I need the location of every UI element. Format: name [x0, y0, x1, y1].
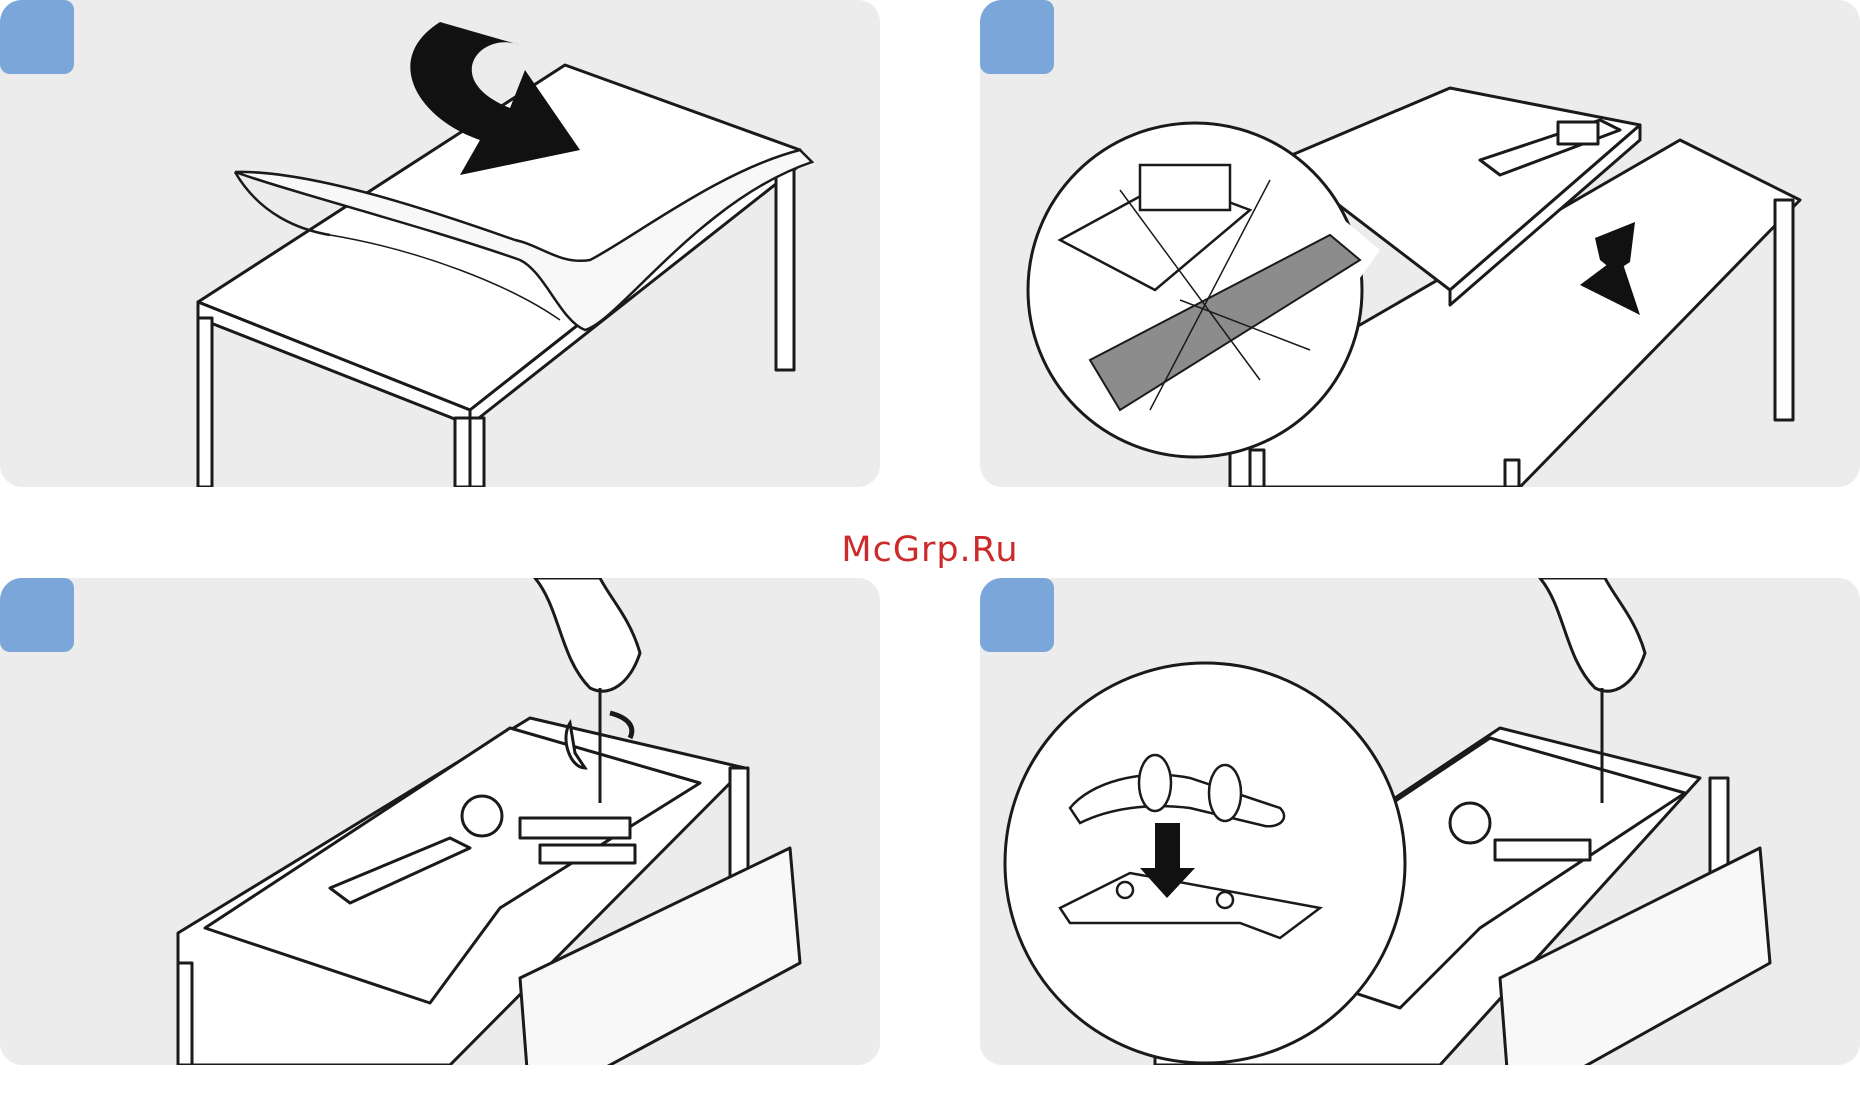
table-with-protective-sheet-illustration — [0, 0, 880, 487]
attach-bracket-illustration — [980, 578, 1860, 1065]
step-3-panel — [0, 578, 880, 1065]
step-2-badge — [980, 0, 1054, 74]
step-4-panel — [980, 578, 1860, 1065]
step-4-badge — [980, 578, 1054, 652]
unscrew-stand-illustration — [0, 578, 880, 1065]
step-1-badge — [0, 0, 74, 74]
step-1-panel — [0, 0, 880, 487]
tv-face-down-on-table-illustration — [980, 0, 1860, 487]
step-2-panel — [980, 0, 1860, 487]
watermark-text: McGrp.Ru — [0, 530, 1860, 570]
step-3-badge — [0, 578, 74, 652]
